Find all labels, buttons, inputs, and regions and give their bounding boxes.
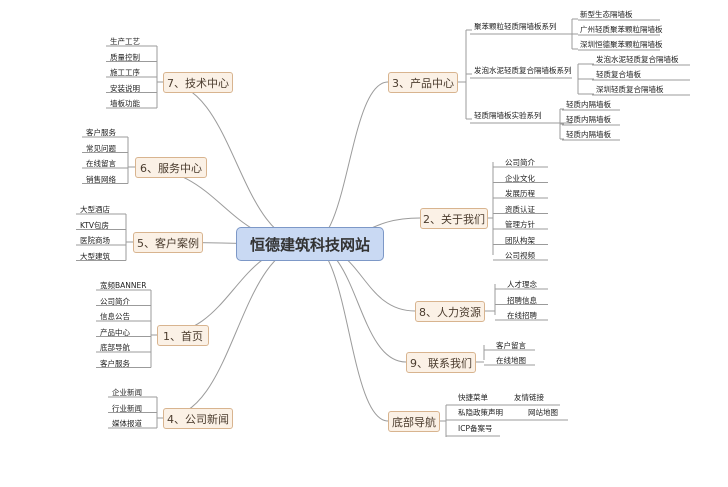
branch-tech[interactable]: 7、技术中心 <box>163 72 233 93</box>
leaf-tech-3[interactable]: 安装说明 <box>110 83 140 93</box>
leaf-g0-0[interactable]: 新型生态隔墙板 <box>580 10 633 19</box>
leaf-group-2[interactable]: 轻质隔墙板实验系列 <box>474 111 542 120</box>
branch-home[interactable]: 1、首页 <box>157 325 209 346</box>
branch-products[interactable]: 3、产品中心 <box>388 72 458 93</box>
leaf-service-1[interactable]: 常见问题 <box>86 143 116 153</box>
branch-service[interactable]: 6、服务中心 <box>135 157 207 178</box>
connector-line <box>309 243 389 422</box>
leaf-home-2[interactable]: 信息公告 <box>100 312 130 321</box>
leaf-service-2[interactable]: 在线留言 <box>86 159 116 168</box>
leaf-g2-1[interactable]: 轻质内隔墙板 <box>566 115 611 124</box>
branch-news[interactable]: 4、公司新闻 <box>163 408 233 429</box>
leaf-hr-1[interactable]: 招聘信息 <box>507 295 537 305</box>
leaf-footer-3[interactable]: 网站地图 <box>528 408 558 417</box>
branch-cases[interactable]: 5、客户案例 <box>133 232 203 253</box>
leaf-g0-2[interactable]: 深圳恒德聚苯颗粒隔墙板 <box>580 40 663 49</box>
branch-footer[interactable]: 底部导航 <box>388 411 440 432</box>
leaf-contact-0[interactable]: 客户留言 <box>496 341 526 350</box>
leaf-about-4[interactable]: 管理方针 <box>505 220 535 229</box>
leaf-contact-1[interactable]: 在线地图 <box>496 356 526 365</box>
leaf-tech-4[interactable]: 墙板功能 <box>110 99 140 108</box>
leaf-home-4[interactable]: 底部导航 <box>100 343 130 352</box>
leaf-group-1[interactable]: 发泡水泥轻质复合隔墙板系列 <box>474 66 572 75</box>
leaf-g2-2[interactable]: 轻质内隔墙板 <box>566 130 611 139</box>
branch-hr[interactable]: 8、人力资源 <box>415 301 485 322</box>
leaf-service-3[interactable]: 销售网络 <box>86 174 116 184</box>
leaf-footer-4[interactable]: ICP备案号 <box>458 424 493 433</box>
leaf-news-2[interactable]: 媒体报道 <box>112 419 142 428</box>
connector-line <box>309 81 389 245</box>
branch-about[interactable]: 2、关于我们 <box>420 208 488 229</box>
leaf-about-2[interactable]: 发展历程 <box>505 189 535 198</box>
leaf-g0-1[interactable]: 广州轻质聚苯颗粒隔墙板 <box>580 25 663 34</box>
leaf-cases-0[interactable]: 大型酒店 <box>80 205 110 214</box>
leaf-g1-1[interactable]: 轻质复合墙板 <box>596 70 641 79</box>
leaf-footer-0[interactable]: 快捷菜单 <box>458 393 488 402</box>
leaf-home-5[interactable]: 客户服务 <box>100 358 130 368</box>
leaf-news-1[interactable]: 行业新闻 <box>112 403 142 413</box>
leaf-g1-0[interactable]: 发泡水泥轻质复合隔墙板 <box>596 55 679 64</box>
leaf-footer-1[interactable]: 友情链接 <box>514 393 544 402</box>
leaf-service-0[interactable]: 客户服务 <box>86 128 116 137</box>
root-node[interactable]: 恒德建筑科技网站 <box>236 227 384 261</box>
leaf-group-0[interactable]: 聚苯颗粒轻质隔墙板系列 <box>474 22 557 31</box>
leaf-home-3[interactable]: 产品中心 <box>100 327 130 337</box>
leaf-cases-2[interactable]: 医院商场 <box>80 236 110 245</box>
leaf-footer-2[interactable]: 私隐政策声明 <box>458 408 503 417</box>
leaf-tech-1[interactable]: 质量控制 <box>110 52 140 62</box>
leaf-about-3[interactable]: 资质认证 <box>505 204 535 214</box>
leaf-home-1[interactable]: 公司简介 <box>100 296 130 306</box>
leaf-about-5[interactable]: 团队构架 <box>505 235 535 245</box>
leaf-g1-2[interactable]: 深圳轻质复合隔墙板 <box>596 85 664 94</box>
leaf-cases-3[interactable]: 大型建筑 <box>80 251 110 261</box>
branch-contact[interactable]: 9、联系我们 <box>406 352 476 373</box>
leaf-tech-2[interactable]: 施工工序 <box>110 68 140 77</box>
leaf-hr-0[interactable]: 人才理念 <box>507 280 537 289</box>
leaf-about-0[interactable]: 公司简介 <box>505 158 535 167</box>
leaf-cases-1[interactable]: KTV包房 <box>80 220 110 230</box>
leaf-home-0[interactable]: 宽频BANNER <box>100 281 147 290</box>
leaf-about-1[interactable]: 企业文化 <box>505 173 535 183</box>
leaf-g2-0[interactable]: 轻质内隔墙板 <box>566 100 611 109</box>
connector-line <box>309 243 407 363</box>
leaf-news-0[interactable]: 企业新闻 <box>112 388 142 397</box>
leaf-about-6[interactable]: 公司视频 <box>505 251 535 260</box>
leaf-tech-0[interactable]: 生产工艺 <box>110 37 140 46</box>
leaf-hr-2[interactable]: 在线招聘 <box>507 311 537 320</box>
